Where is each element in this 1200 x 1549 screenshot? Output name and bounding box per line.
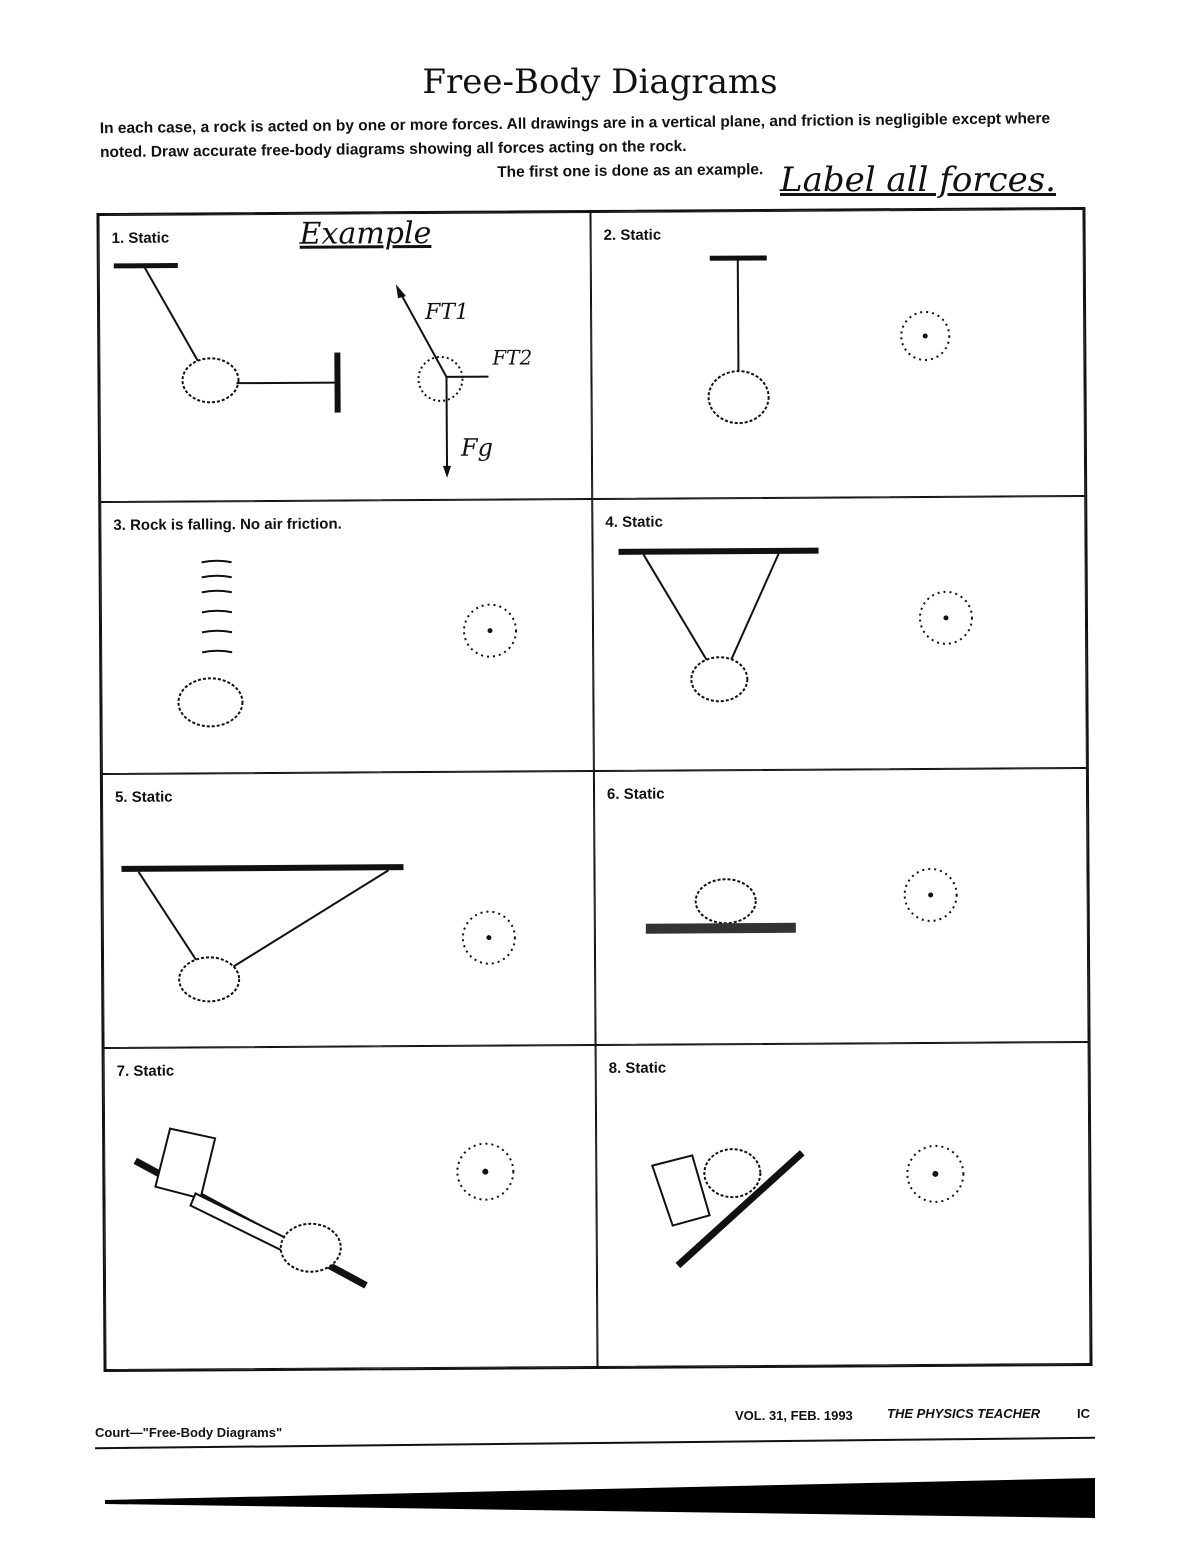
two-rope-rock-diagram xyxy=(618,547,973,703)
footer-volume: VOL. 31, FEB. 1993 xyxy=(735,1408,853,1423)
rock-on-incline-with-block-diagram xyxy=(133,1127,515,1289)
scan-shadow xyxy=(105,1478,1095,1518)
footer-page: IC xyxy=(1077,1406,1090,1421)
footer-journal: THE PHYSICS TEACHER xyxy=(887,1406,1041,1421)
panel-1: 1. Static Example FT1 FT2 Fg xyxy=(98,212,593,503)
page-title: Free-Body Diagrams xyxy=(422,62,778,102)
force-label: FT2 xyxy=(492,345,533,370)
panel-6: 6. Static xyxy=(593,767,1089,1045)
panel-8: 8. Static xyxy=(595,1041,1091,1367)
rock-and-block-on-incline-diagram xyxy=(651,1144,965,1269)
instructions-text: In each case, a rock is acted on by one … xyxy=(99,110,1051,162)
rock-icon xyxy=(181,357,240,404)
asymmetric-ropes-diagram xyxy=(121,864,516,1003)
panel-2: 2. Static xyxy=(590,209,1086,500)
panel-4: 4. Static xyxy=(592,495,1087,772)
handwritten-label-note: Label all forces. xyxy=(780,160,1056,200)
falling-rock-diagram xyxy=(177,559,518,728)
force-label: FT1 xyxy=(425,299,470,326)
force-label: Fg xyxy=(460,433,494,462)
panel-3: 3. Rock is falling. No air friction. xyxy=(100,499,594,775)
tension-arrow-1 xyxy=(399,291,448,378)
panel-5: 5. Static xyxy=(101,771,596,1049)
footer-citation: Court—"Free-Body Diagrams" xyxy=(95,1425,283,1440)
panel-7: 7. Static xyxy=(103,1044,598,1370)
hanging-rock-diagram xyxy=(707,255,951,425)
rock-on-surface-diagram xyxy=(645,867,958,934)
gravity-arrow xyxy=(445,376,449,469)
example-diagram xyxy=(113,263,489,478)
diagram-grid: 1. Static Example FT1 FT2 Fg 2. Static xyxy=(96,206,1093,1373)
